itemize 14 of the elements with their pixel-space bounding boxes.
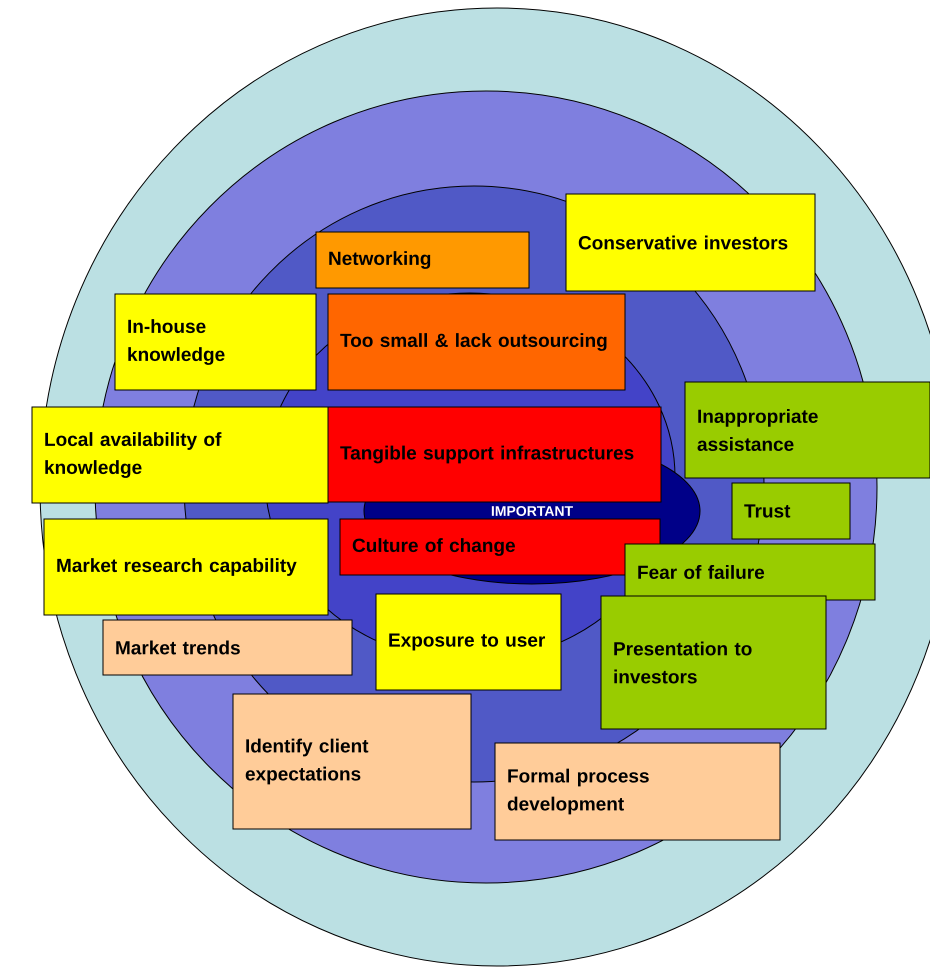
factor-box: Market research capability (44, 518, 328, 616)
factor-box: Too small & lack outsourcing (328, 294, 626, 390)
factor-box: Local availability of knowledge (32, 406, 328, 504)
factor-box: In-house knowledge (114, 294, 316, 390)
factor-box: Fear of failure (624, 544, 876, 600)
factor-box: Conservative investors (566, 194, 816, 292)
factor-box: Exposure to user (376, 594, 562, 690)
factor-box: Inappropriate assistance (684, 382, 930, 478)
factor-box: Trust (732, 482, 850, 540)
factor-box: Identify client expectations (232, 694, 472, 830)
factor-box: Networking (316, 232, 530, 288)
factor-box: Market trends (102, 620, 352, 676)
factor-box: Formal process development (494, 742, 780, 840)
factor-box: Tangible support infrastructures (328, 406, 662, 502)
